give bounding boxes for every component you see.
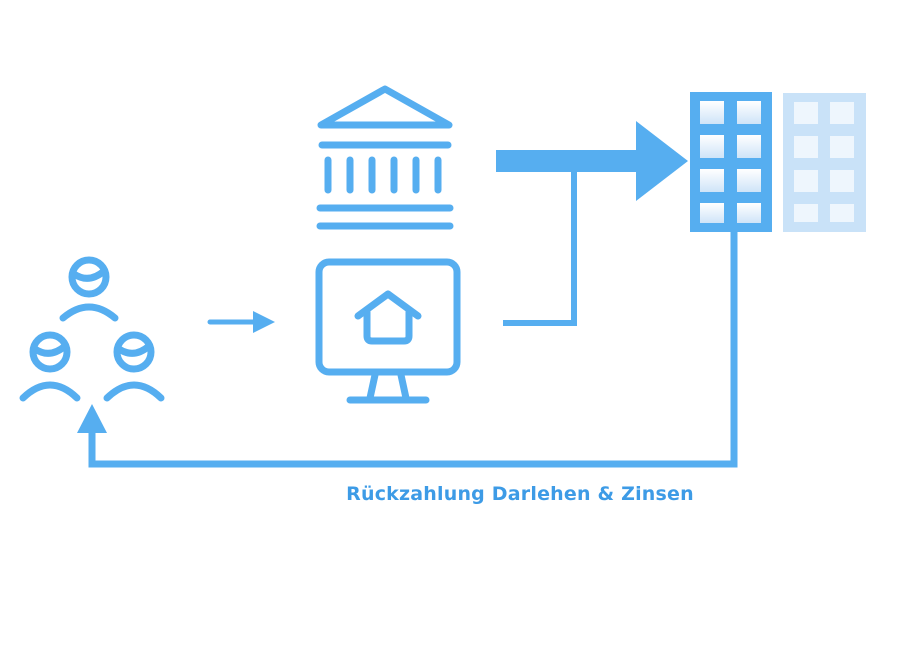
investors-group-icon — [19, 256, 165, 402]
repayment-return-arrow — [77, 232, 738, 468]
monitor-house-icon — [315, 258, 461, 404]
flow-platform-to-building — [496, 121, 688, 326]
office-building-icon-secondary — [783, 93, 866, 232]
arrow-investors-to-platform — [207, 311, 275, 333]
bank-building-icon — [316, 85, 454, 230]
office-building-icon — [690, 92, 772, 232]
repayment-caption: Rückzahlung Darlehen & Zinsen — [346, 483, 694, 505]
